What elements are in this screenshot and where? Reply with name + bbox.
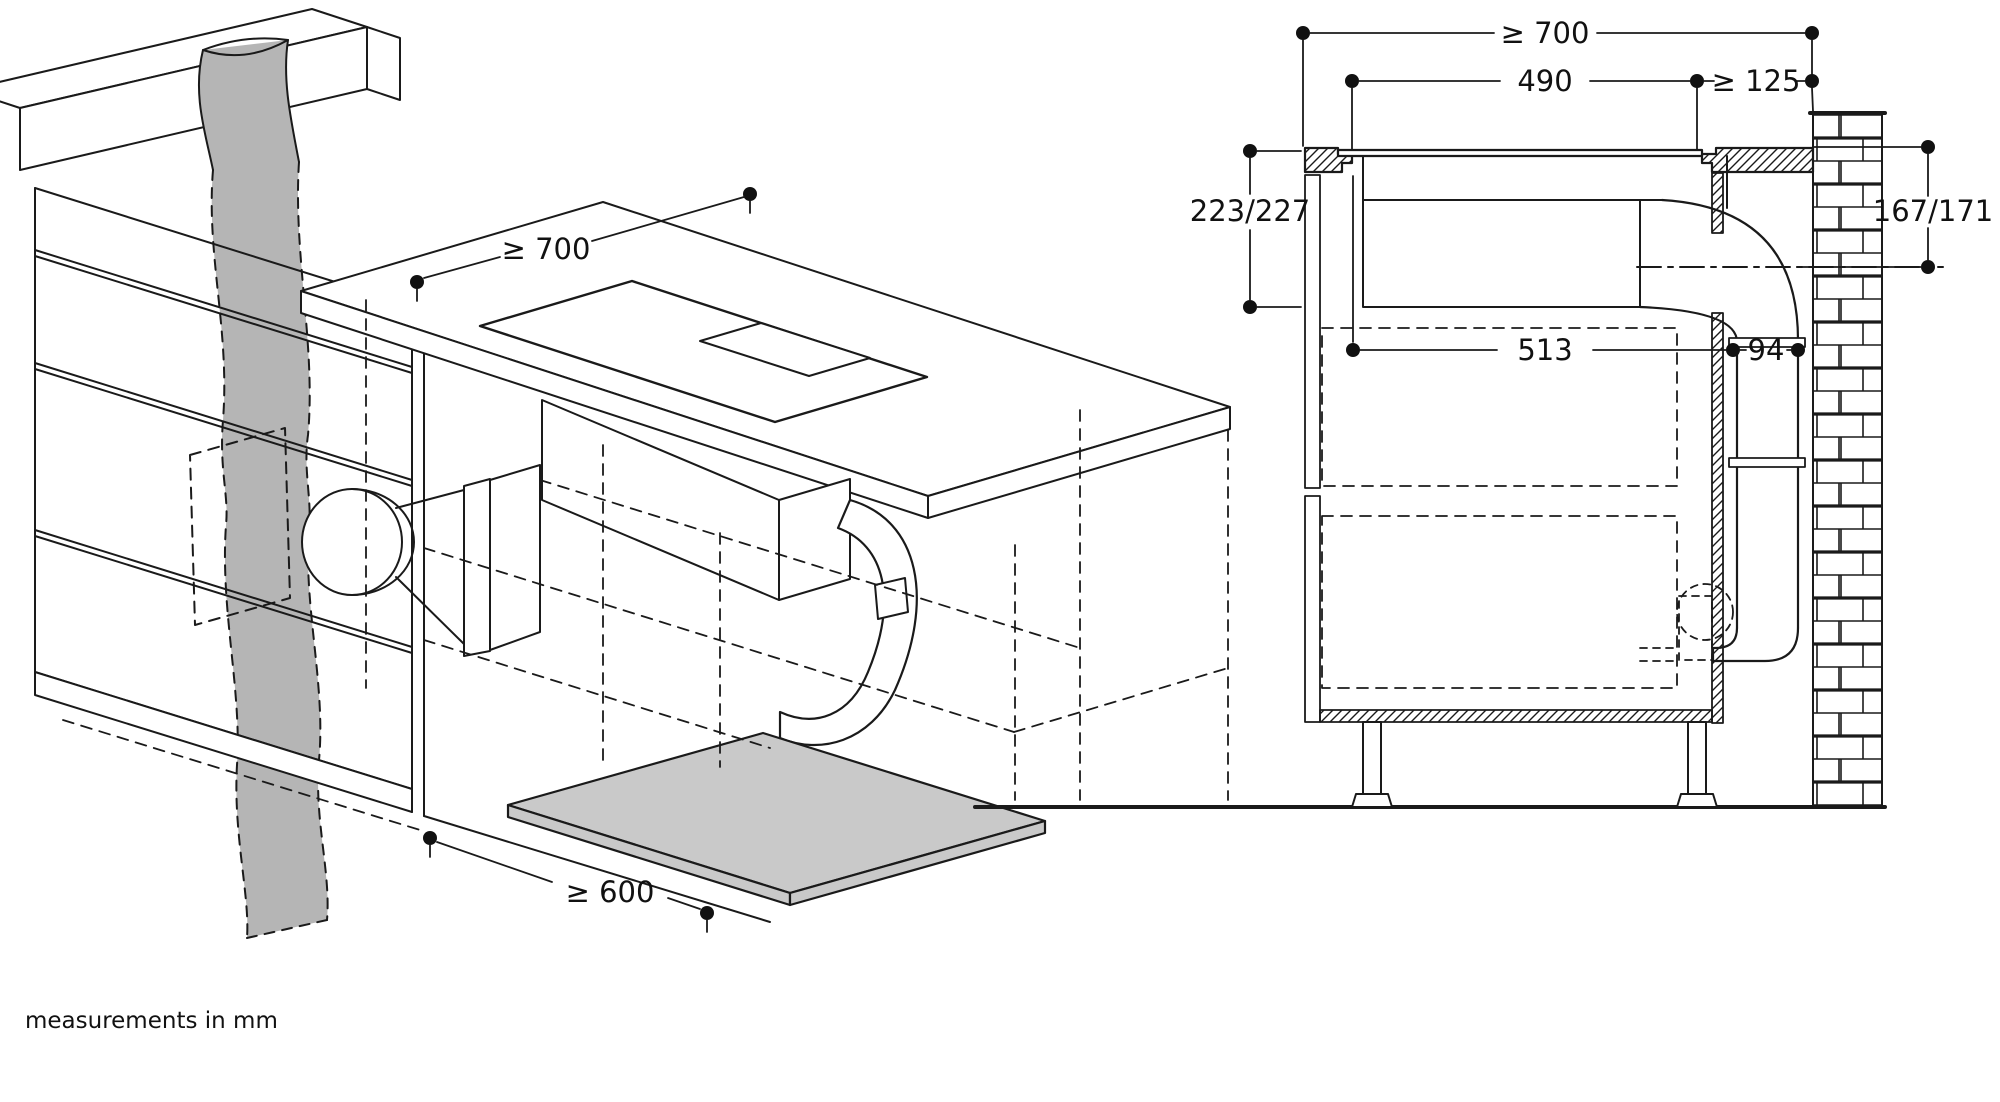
base-cabinet-section: [1304, 172, 1724, 808]
hob-housing: [541, 399, 851, 601]
partition-cutout-dashed: [189, 427, 291, 626]
cooktop: [478, 279, 929, 424]
cabinet-bottom: [1319, 709, 1713, 723]
dim-cutout-width: 490: [1345, 64, 1704, 150]
measurements-note: measurements in mm: [25, 1008, 278, 1034]
elbow-outer: [1660, 198, 1800, 342]
duct-flange: [1728, 337, 1806, 348]
drawer-lines: [34, 249, 413, 654]
hidden-cabinet-lines: [62, 299, 1229, 831]
base-plinth-edge: [423, 815, 771, 923]
section-dimension-view: ≥ 700 490 ≥ 125 2: [973, 16, 1993, 809]
dim-cabinet-inner-depth: 513: [1346, 175, 1740, 367]
hidden-round-duct-dashed: [1676, 583, 1734, 641]
hob-housing-box: [1362, 199, 1641, 308]
cabinet-back-lower: [1711, 312, 1724, 724]
round-collar: [301, 488, 403, 596]
dim-duct-depth: 94: [1739, 333, 1805, 367]
iso-dimensions: ≥ 700 ≥ 600: [410, 187, 757, 933]
isometric-installation-view: ≥ 700 ≥ 600: [0, 8, 1231, 939]
vent-slot: [699, 322, 871, 377]
cabinet-side-upper: [1304, 174, 1321, 489]
duct-transition: [301, 464, 541, 657]
section-dimensions: ≥ 700 490 ≥ 125 2: [1190, 16, 1993, 367]
duct-floor-outlet: [1711, 626, 1800, 663]
cabinet-foot-right: [1676, 721, 1718, 808]
duct-hole-rim: [202, 37, 289, 57]
dim-label-worktop-depth: ≥ 700: [1501, 16, 1590, 50]
cabinet-side-lower: [1304, 495, 1321, 723]
dim-worktop-depth: ≥ 700: [1296, 16, 1819, 147]
flat-duct-piece: [489, 464, 541, 651]
dim-label-iso-depth: ≥ 700: [502, 232, 591, 266]
dim-duct-axis-height: 167/171: [1796, 140, 1993, 274]
hob-section: [1362, 155, 1728, 308]
dim-wall-distance: ≥ 125: [1703, 64, 1819, 98]
hidden-outlet-dashed: [1678, 595, 1713, 661]
dim-label-duct-axis-height: 167/171: [1873, 194, 1993, 228]
duct-flange: [463, 478, 491, 657]
worktop-section: [1303, 146, 1815, 174]
dim-label-cabinet-inner-depth: 513: [1517, 333, 1572, 367]
dim-installation-depth: 223/227: [1190, 144, 1310, 314]
drawer-box-dashed-2: [1321, 515, 1678, 689]
dim-label-installation-depth: 223/227: [1190, 194, 1310, 228]
collar-inner-arc: [351, 488, 415, 596]
cabinet-foot-left: [1351, 721, 1393, 808]
cabinet-back-upper: [1711, 172, 1724, 234]
flexible-duct: [197, 37, 329, 939]
plinth-face: [34, 671, 413, 813]
duct-joint: [1728, 457, 1806, 468]
dim-worktop-depth: ≥ 700: [410, 187, 757, 302]
hob-glass: [1336, 148, 1704, 158]
dim-label-iso-clearance: ≥ 600: [566, 875, 655, 909]
masonry-wall: [1808, 111, 1887, 808]
duct-clamp: [874, 577, 909, 620]
plinth-outlet-panel: [506, 731, 1047, 907]
drawer-box-dashed-1: [1321, 327, 1678, 487]
worktop-right-block: [1700, 146, 1815, 174]
dim-front-clearance: ≥ 600: [423, 831, 714, 933]
dim-label-duct-depth: 94: [1748, 333, 1785, 367]
dim-label-wall-distance: ≥ 125: [1712, 64, 1801, 98]
dim-label-cutout-width: 490: [1517, 64, 1572, 98]
